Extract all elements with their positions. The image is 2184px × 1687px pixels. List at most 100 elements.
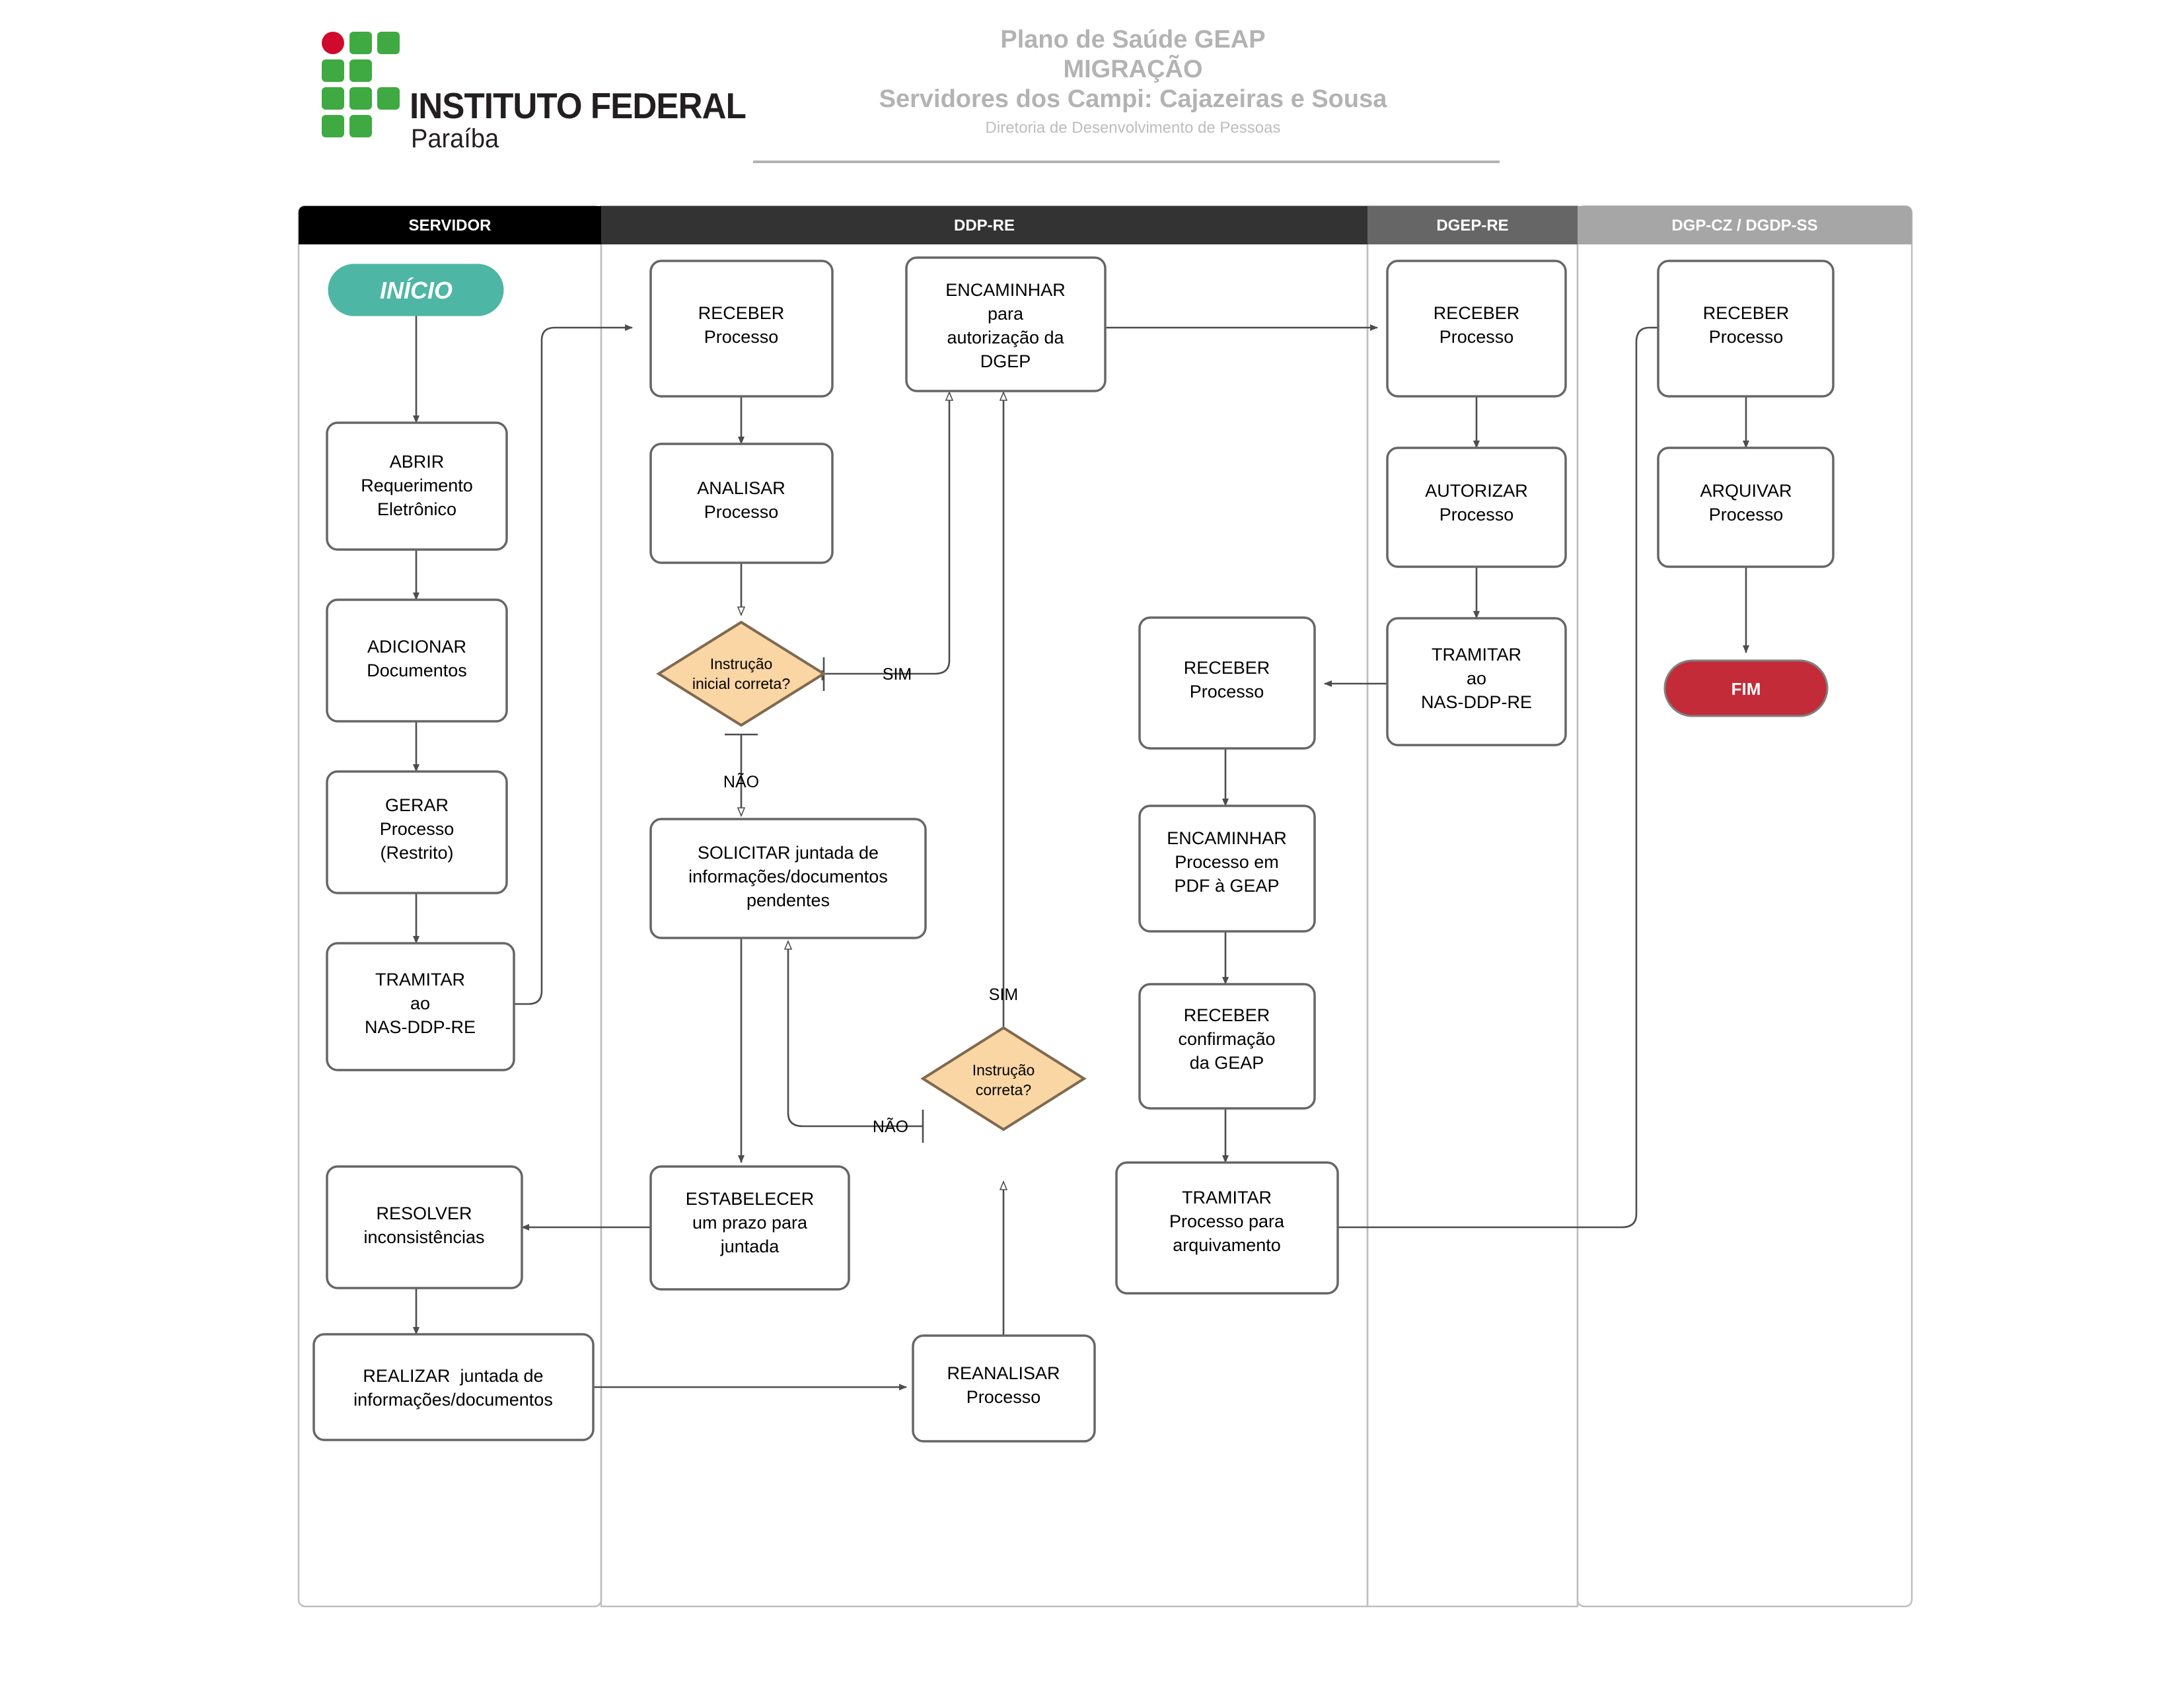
lane-header-ddpre: DDP-RE xyxy=(601,206,1367,244)
svg-text:Documentos: Documentos xyxy=(367,661,467,680)
lane-header-servidor: SERVIDOR xyxy=(299,206,601,244)
node-receberconf-l1: RECEBER xyxy=(1184,1005,1270,1025)
edge-layer xyxy=(413,316,1749,1390)
svg-text:Processo: Processo xyxy=(1709,327,1784,347)
node-encaminhar1-l1: ENCAMINHAR xyxy=(945,280,1066,300)
svg-text:Processo: Processo xyxy=(704,502,779,522)
edge-label-nao-1: NÃO xyxy=(723,772,759,791)
node-autorizar[interactable]: AUTORIZAR Processo xyxy=(1386,447,1567,568)
svg-text:pendentes: pendentes xyxy=(746,890,830,910)
node-adicionar[interactable]: ADICIONAR Documentos xyxy=(326,598,508,723)
lane-label-ddpre: DDP-RE xyxy=(954,217,1015,234)
node-tramitar-arquivamento[interactable]: TRAMITAR Processo para arquivamento xyxy=(1115,1161,1339,1295)
lane-body-dgepre xyxy=(1366,205,1579,1608)
node-inicio-label: INÍCIO xyxy=(380,277,453,304)
lane-body-dgpcz xyxy=(1576,205,1913,1608)
edge-dec1-encaminhar1 xyxy=(824,393,949,675)
svg-text:inconsistências: inconsistências xyxy=(363,1227,484,1247)
svg-text:Processo para: Processo para xyxy=(1169,1211,1285,1231)
node-fim[interactable]: FIM xyxy=(1663,659,1829,717)
svg-text:para: para xyxy=(988,304,1024,324)
node-dec1-l1: Instrução xyxy=(710,655,773,672)
node-fim-label: FIM xyxy=(1731,679,1761,699)
node-reanalisar-l1: REANALISAR xyxy=(947,1363,1060,1383)
svg-text:Processo em: Processo em xyxy=(1175,852,1279,872)
lane-label-servidor: SERVIDOR xyxy=(409,217,491,234)
node-resolver[interactable]: RESOLVER inconsistências xyxy=(326,1165,523,1289)
node-gerar[interactable]: GERAR Processo (Restrito) xyxy=(326,770,508,894)
page-header: INSTITUTO FEDERAL Paraíba Plano de Saúde… xyxy=(0,0,2184,192)
node-solicitar[interactable]: SOLICITAR juntada de informações/documen… xyxy=(649,818,927,939)
node-realizar[interactable]: REALIZAR juntada de informações/document… xyxy=(312,1333,595,1441)
instituto-federal-logo: INSTITUTO FEDERAL Paraíba xyxy=(322,32,746,157)
node-abrir-l1: ABRIR xyxy=(390,452,445,472)
svg-text:arquivamento: arquivamento xyxy=(1173,1235,1281,1255)
svg-text:da GEAP: da GEAP xyxy=(1190,1053,1264,1073)
svg-text:Requerimento: Requerimento xyxy=(361,476,473,495)
node-encaminhar-pdf-geap[interactable]: ENCAMINHAR Processo em PDF à GEAP xyxy=(1138,805,1316,933)
svg-text:ao: ao xyxy=(1467,668,1486,688)
title-line-1: Plano de Saúde GEAP xyxy=(1000,26,1266,54)
svg-text:DGEP: DGEP xyxy=(980,351,1031,371)
svg-text:PDF à GEAP: PDF à GEAP xyxy=(1174,876,1279,896)
svg-text:autorização da: autorização da xyxy=(947,328,1064,347)
node-encaminhar-dgep[interactable]: ENCAMINHAR para autorização da DGEP xyxy=(905,256,1107,392)
svg-text:Processo: Processo xyxy=(966,1387,1041,1407)
svg-text:juntada: juntada xyxy=(720,1237,780,1256)
node-receber2-l1: RECEBER xyxy=(1434,303,1520,323)
node-arquivar[interactable]: ARQUIVAR Processo xyxy=(1657,447,1835,568)
svg-text:inicial correta?: inicial correta? xyxy=(692,675,790,692)
svg-text:Processo: Processo xyxy=(1439,505,1514,524)
svg-text:confirmação: confirmação xyxy=(1178,1029,1275,1049)
lane-header-dgepre: DGEP-RE xyxy=(1367,206,1578,244)
node-receber-processo-dgpcz[interactable]: RECEBER Processo xyxy=(1657,260,1835,398)
svg-text:Eletrônico: Eletrônico xyxy=(377,499,456,519)
svg-text:informações/documentos: informações/documentos xyxy=(688,867,888,886)
node-receber-processo-geap[interactable]: RECEBER Processo xyxy=(1138,616,1316,750)
node-tramitararq-l1: TRAMITAR xyxy=(1182,1188,1272,1207)
svg-text:NAS-DDP-RE: NAS-DDP-RE xyxy=(365,1017,476,1037)
node-receber-processo-ddpre[interactable]: RECEBER Processo xyxy=(649,260,834,398)
node-estabelecer-l1: ESTABELECER xyxy=(686,1189,815,1209)
svg-text:informações/documentos: informações/documentos xyxy=(353,1390,553,1410)
lane-header-dgpcz: DGP-CZ / DGDP-SS xyxy=(1578,206,1912,244)
node-gerar-l1: GERAR xyxy=(385,795,449,815)
node-inicio[interactable]: INÍCIO xyxy=(328,264,504,316)
node-encaminhar2-l1: ENCAMINHAR xyxy=(1167,828,1287,848)
logo-wordmark: INSTITUTO FEDERAL xyxy=(410,85,746,126)
node-analisar[interactable]: ANALISAR Processo xyxy=(649,443,834,564)
node-dec2-l1: Instrução xyxy=(972,1061,1035,1079)
svg-text:Processo: Processo xyxy=(1709,505,1784,524)
node-receber4-l1: RECEBER xyxy=(1703,303,1790,323)
svg-text:ao: ao xyxy=(410,993,430,1013)
node-estabelecer[interactable]: ESTABELECER um prazo para juntada xyxy=(649,1165,850,1291)
title-subtitle: Diretoria de Desenvolvimento de Pessoas xyxy=(985,119,1281,137)
lane-label-dgepre: DGEP-RE xyxy=(1436,217,1508,234)
svg-text:Processo: Processo xyxy=(380,819,455,839)
svg-text:Processo: Processo xyxy=(1190,682,1264,701)
node-autorizar-l1: AUTORIZAR xyxy=(1425,481,1528,501)
node-reanalisar[interactable]: REANALISAR Processo xyxy=(912,1334,1096,1443)
node-tramitar2-l1: TRAMITAR xyxy=(1432,645,1521,664)
node-adicionar-l1: ADICIONAR xyxy=(367,637,466,657)
page-title: Plano de Saúde GEAP MIGRAÇÃO Servidores … xyxy=(727,25,1539,139)
node-abrir[interactable]: ABRIR Requerimento Eletrônico xyxy=(326,421,508,551)
edge-label-nao-2: NÃO xyxy=(873,1117,908,1136)
edge-label-sim-1: SIM xyxy=(883,665,912,684)
node-tramitar1-l1: TRAMITAR xyxy=(375,970,465,989)
edge-dec2-solicitar xyxy=(788,942,923,1128)
node-decision-instrucao-inicial[interactable]: Instrução inicial correta? xyxy=(656,620,826,727)
node-tramitar-nas-ddp-re[interactable]: TRAMITAR ao NAS-DDP-RE xyxy=(326,942,515,1071)
lane-label-dgpcz: DGP-CZ / DGDP-SS xyxy=(1671,217,1817,234)
svg-text:(Restrito): (Restrito) xyxy=(380,843,453,863)
node-tramitar2[interactable]: TRAMITAR ao NAS-DDP-RE xyxy=(1386,617,1567,746)
title-line-3: Servidores dos Campi: Cajazeiras e Sousa xyxy=(879,85,1387,113)
node-receber-confirmacao[interactable]: RECEBER confirmação da GEAP xyxy=(1138,983,1316,1110)
node-decision-instrucao[interactable]: Instrução correta? xyxy=(920,1026,1087,1131)
svg-text:Processo: Processo xyxy=(1439,327,1514,347)
svg-text:NAS-DDP-RE: NAS-DDP-RE xyxy=(1421,692,1532,712)
node-receber-processo-dgepre[interactable]: RECEBER Processo xyxy=(1386,260,1567,398)
node-analisar-l1: ANALISAR xyxy=(697,478,785,498)
edge-tramitar1-receber1 xyxy=(514,324,633,1005)
